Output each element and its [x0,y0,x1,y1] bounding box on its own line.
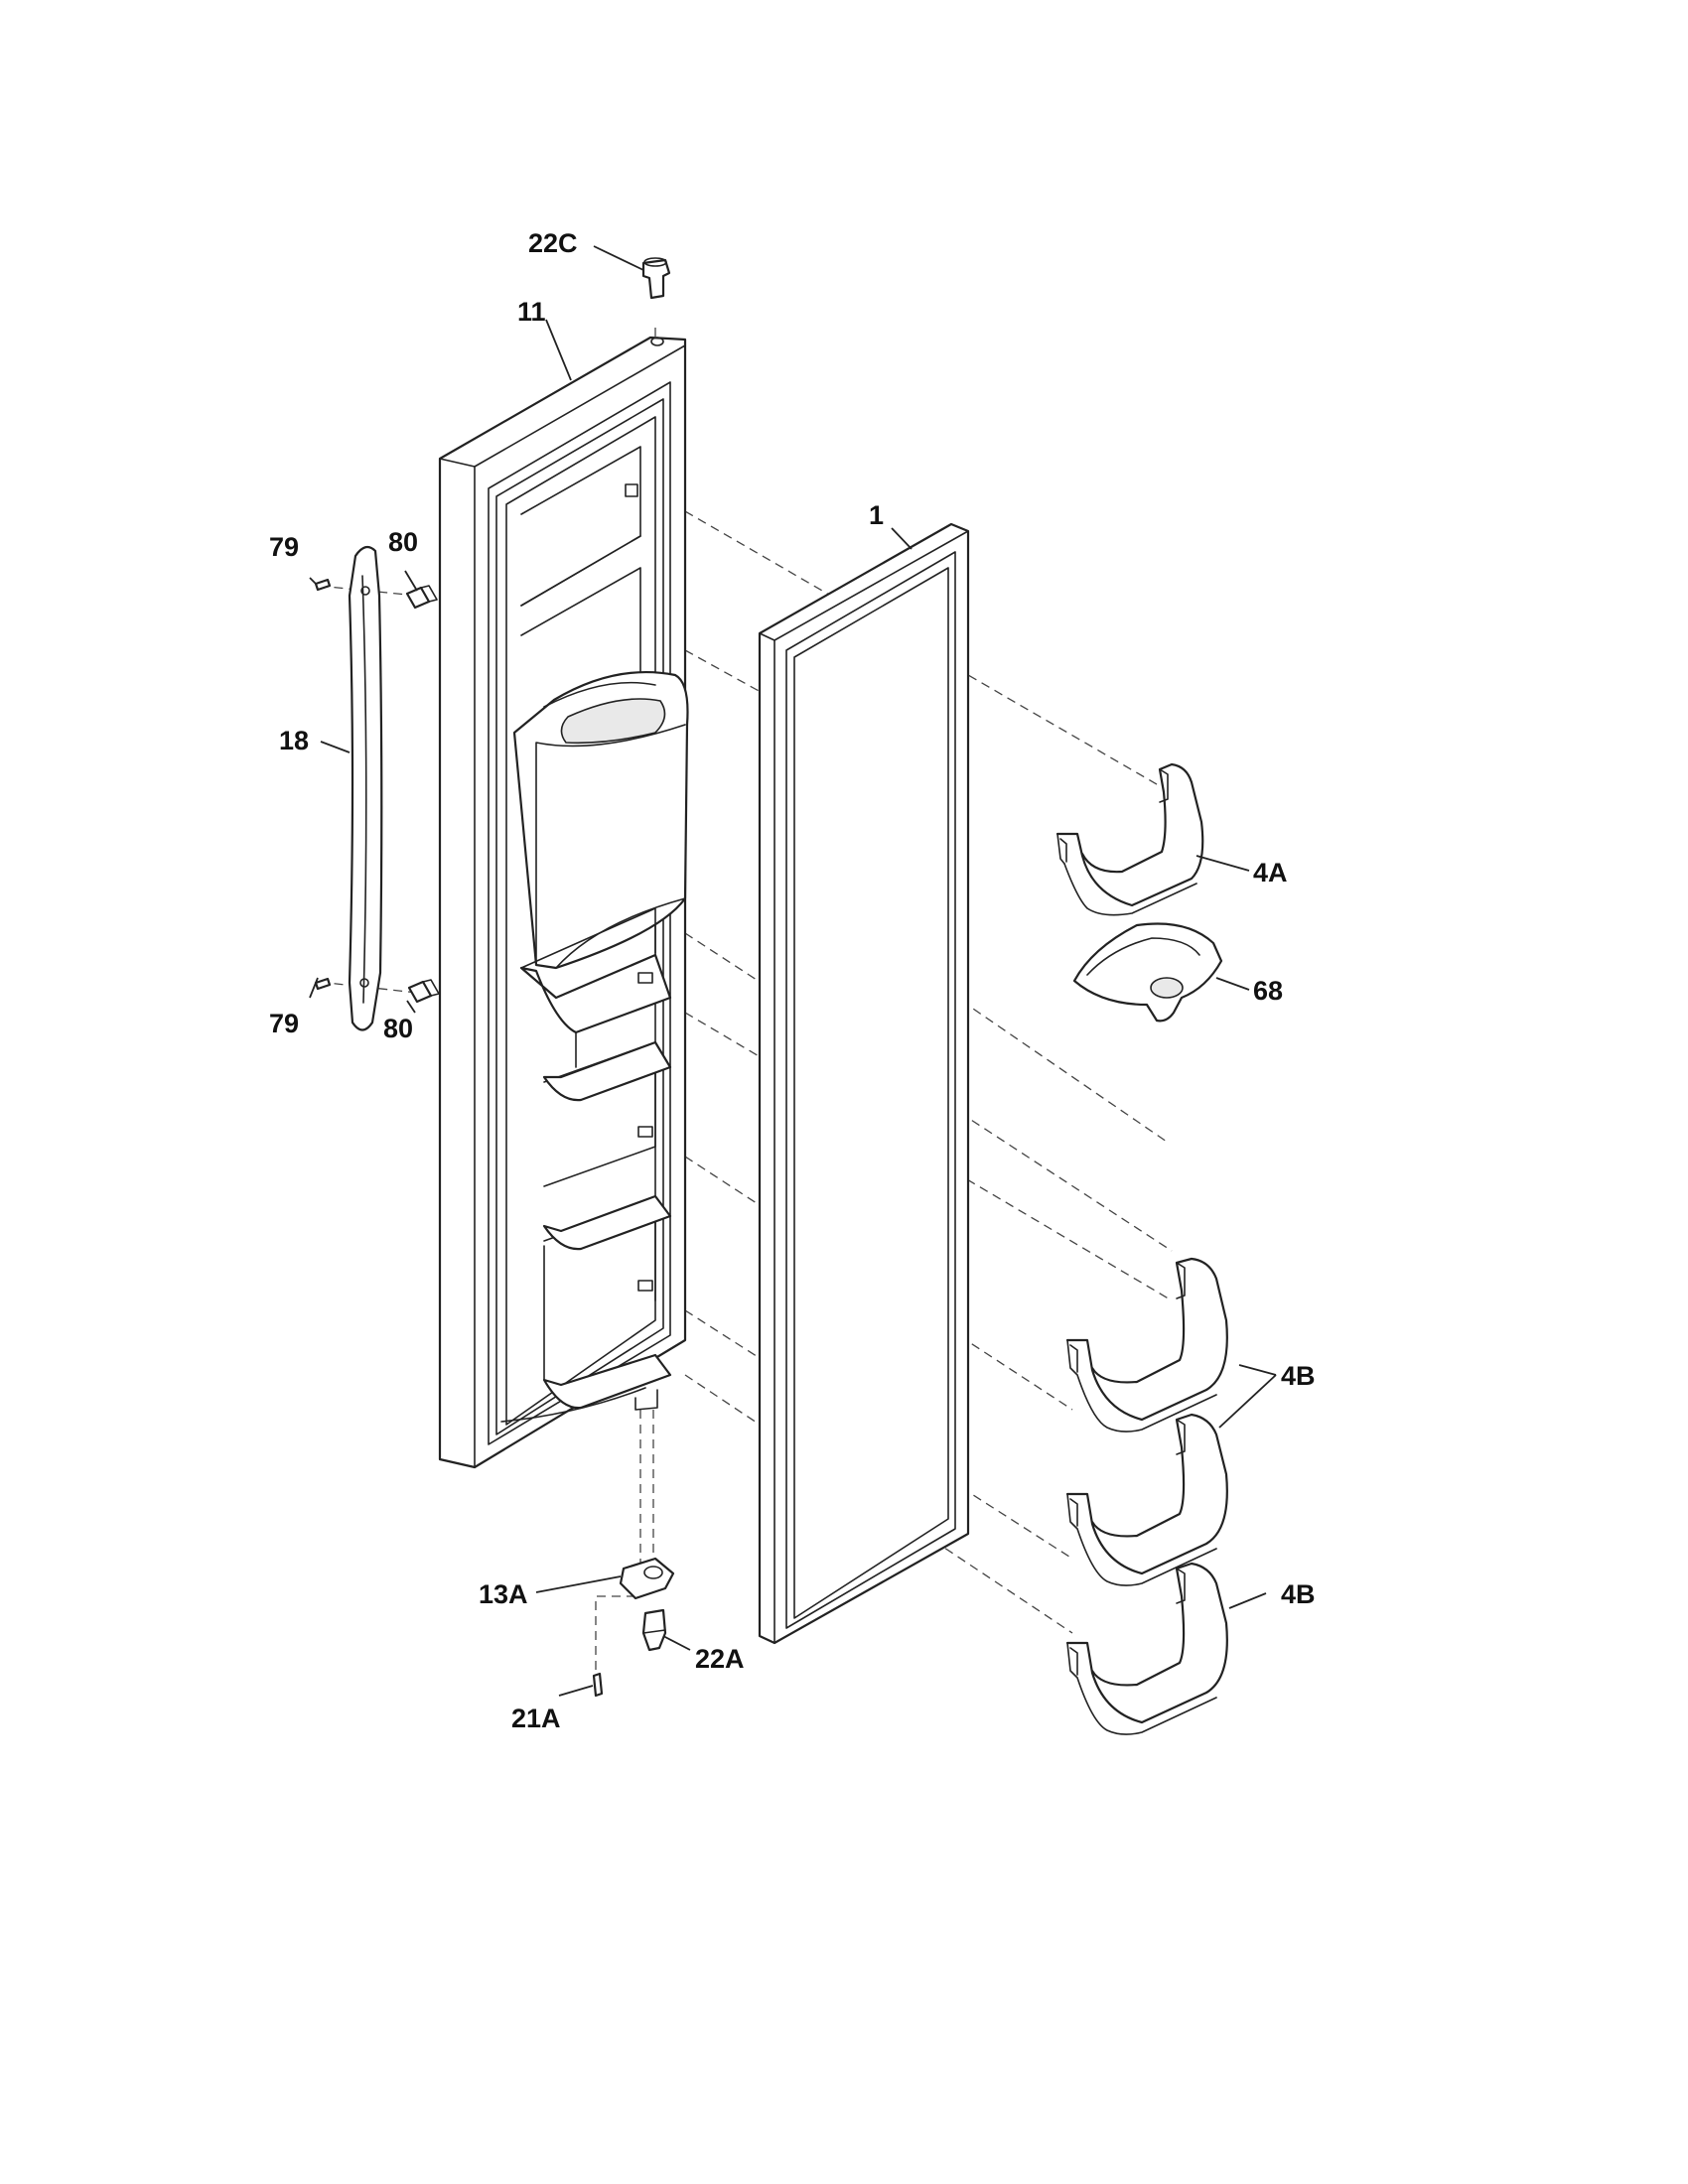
label-18: 18 [279,726,309,755]
handle-screw-bottom [314,977,332,991]
label-79-top: 79 [269,532,299,562]
label-22c: 22C [528,228,578,258]
door-bin-4b-middle-part [1065,1413,1228,1586]
label-68: 68 [1253,976,1283,1006]
label-4b-bottom: 4B [1281,1579,1316,1609]
label-13a: 13A [479,1579,528,1609]
label-4b-top: 4B [1281,1361,1316,1391]
label-21a: 21A [511,1704,561,1733]
part-labels: 22C 11 1 79 80 18 4A 68 79 80 4B 4B 13A … [269,228,1316,1733]
door-gasket-part [758,522,970,1645]
label-80-bottom: 80 [383,1014,413,1043]
label-80-top: 80 [388,527,418,557]
door-handle-part [348,545,383,1031]
handle-stud-bottom [407,979,440,1004]
dispenser-cup-part [1072,922,1223,1023]
door-bin-4a-part [1055,762,1204,916]
label-4a: 4A [1253,858,1288,887]
door-assembly-part [438,336,689,1469]
leader-lines [309,245,1277,1697]
label-22a: 22A [695,1644,745,1674]
top-hinge-pin-part [641,257,671,300]
door-bin-4b-bottom-part [1065,1562,1228,1735]
label-11: 11 [517,297,546,327]
label-79-bottom: 79 [269,1009,299,1038]
handle-screw-top [314,578,332,592]
label-1: 1 [869,500,884,530]
door-bin-4b-top-part [1065,1257,1228,1433]
bottom-hinge-pin-part [641,1608,667,1652]
handle-stud-top [405,585,438,610]
bottom-hinge-bracket-part [619,1557,675,1600]
bracket-screw-part [592,1672,604,1698]
